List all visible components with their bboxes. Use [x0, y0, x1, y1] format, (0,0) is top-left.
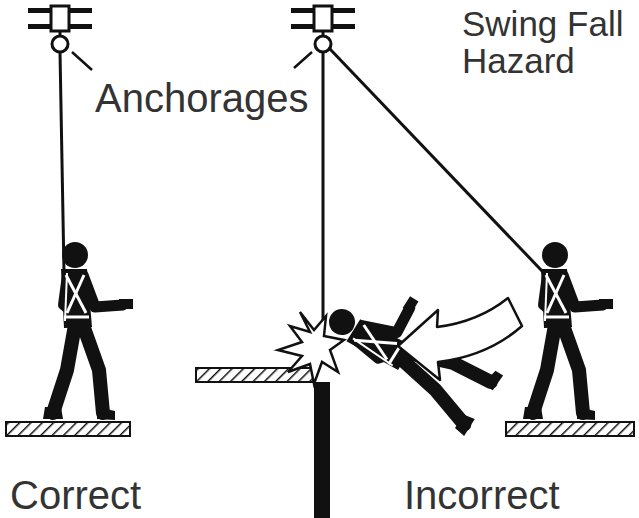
anchorage-middle: [291, 6, 355, 52]
hazard-heading: Swing Fall Hazard: [462, 6, 634, 80]
lifeline: [329, 48, 543, 272]
status-label: Incorrect: [404, 474, 624, 516]
worker-before-swing: [523, 242, 613, 420]
leader-line: [72, 52, 92, 70]
leader-line: [294, 52, 312, 68]
worker-correct: [43, 242, 133, 420]
platform: [506, 422, 634, 436]
pole: [314, 382, 330, 518]
swing-arrow: [398, 298, 522, 380]
platform: [6, 422, 130, 436]
callout-label: Anchorages: [95, 77, 335, 119]
lifeline: [322, 52, 325, 328]
anchorage-left: [28, 6, 92, 52]
lifeline: [60, 52, 64, 272]
status-label: Correct: [10, 474, 210, 516]
